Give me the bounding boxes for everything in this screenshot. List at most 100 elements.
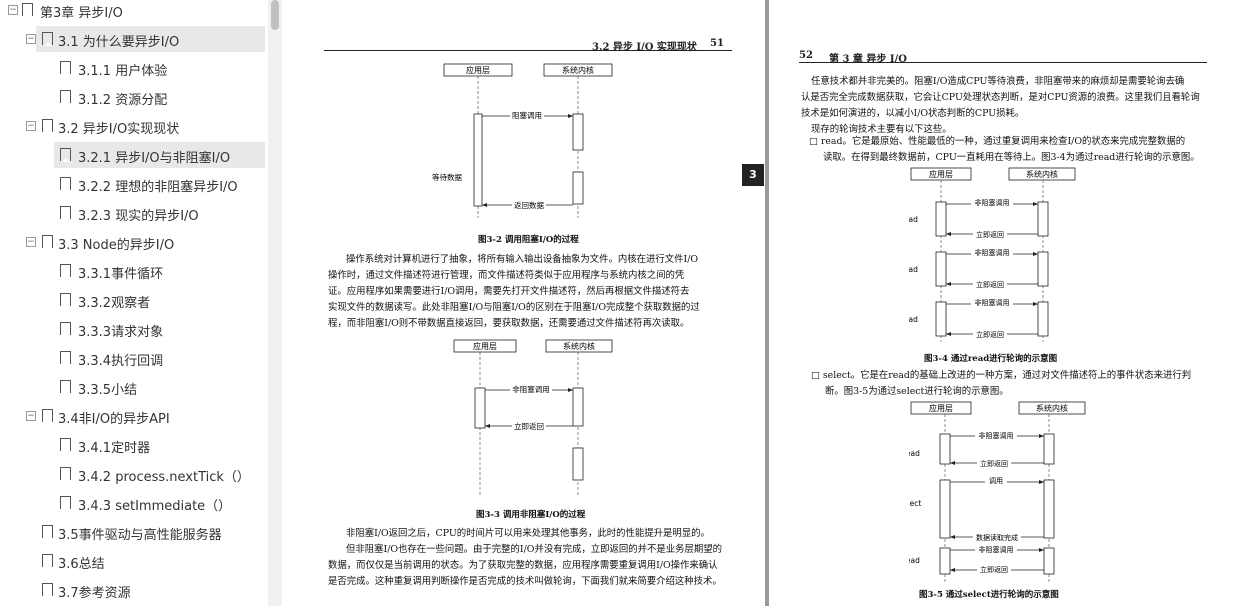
toc-item[interactable]: 3.6总结: [0, 548, 265, 574]
toc-item[interactable]: 3.3.1事件循环: [0, 258, 265, 284]
page-number: 52: [799, 50, 813, 61]
fig5-ret-label-2: 立即返回: [980, 565, 1008, 574]
fig4-call-label: 非阻塞调用: [975, 298, 1010, 307]
bookmark-icon: [42, 583, 53, 597]
bookmark-icon: [60, 467, 71, 481]
collapse-toggle-icon[interactable]: −: [26, 411, 36, 421]
bookmark-icon: [60, 177, 71, 191]
toc-item[interactable]: 3.3.5小结: [0, 374, 265, 400]
toc-item[interactable]: 3.3.2观察者: [0, 287, 265, 313]
fig5-call-label-2: 非阻塞调用: [979, 545, 1014, 554]
fig4-call-label: 非阻塞调用: [975, 248, 1010, 257]
toc-item-label: 3.2 异步I/O实现现状: [58, 122, 180, 137]
page-header-chapter: 第 3 章 异步 I/O: [829, 54, 907, 65]
header-rule: [799, 62, 1207, 63]
bookmark-icon: [42, 409, 53, 423]
toc-item-label: 3.4.1定时器: [78, 441, 151, 456]
toc-item-label: 3.3.5小结: [78, 383, 138, 398]
text-line: □ read。它是最原始、性能最低的一种，通过重复调用来检查I/O的状态来完成完…: [809, 136, 1186, 147]
text-line: □ select。它是在read的基础上改进的一种方案，通过对文件描述符上的事件…: [811, 370, 1192, 381]
toc-item-label: 3.7参考资源: [58, 586, 131, 601]
fig2-app-label: 应用层: [466, 65, 490, 75]
fig5-kernel-label: 系统内核: [1036, 403, 1068, 413]
text-line: 技术是如何演进的，以减小I/O状态判断的CPU损耗。: [801, 108, 1025, 119]
toc-item-label: 3.5事件驱动与高性能服务器: [58, 528, 222, 543]
fig2-wait-label: 等待数据: [432, 172, 462, 182]
text-line: 非阻塞I/O返回之后，CPU的时间片可以用来处理其他事务，此时的性能提升是明显的…: [346, 528, 710, 539]
toc-item-label: 3.3.4执行回调: [78, 354, 164, 369]
toc-item-label: 第3章 异步I/O: [40, 6, 123, 21]
bookmark-icon: [60, 438, 71, 452]
toc-item-label: 3.6总结: [58, 557, 105, 572]
bookmark-icon: [60, 61, 71, 75]
chapter-tab: 3: [742, 164, 764, 186]
fig4-call-label: 非阻塞调用: [975, 198, 1010, 207]
fig4-app-label: 应用层: [929, 169, 953, 179]
text-line: 认是否完全完成数据获取，它会让CPU处理状态判断，是对CPU资源的浪费。这里我们…: [801, 92, 1200, 103]
figure-3-3: 应用层 系统内核 非阻塞调用 立即返回: [453, 339, 613, 496]
text-line: 操作时，通过文件描述符进行管理，而文件描述符类似于应用程序与系统内核之间的凭: [328, 270, 685, 281]
figure-3-2: 应用层 系统内核 阻塞调用 等待数据 返回数据: [432, 63, 613, 218]
fig3-caption: 图3-3 调用非阻塞I/O的过程: [476, 510, 586, 520]
bookmark-icon: [42, 554, 53, 568]
toc-item-label: 3.3.3请求对象: [78, 325, 164, 340]
bookmark-icon: [42, 32, 53, 46]
fig4-ret-label: 立即返回: [976, 280, 1004, 289]
toc-item[interactable]: 3.3.3请求对象: [0, 316, 265, 342]
toc-item[interactable]: 3.2.2 理想的非阻塞异步I/O: [0, 171, 265, 197]
toc-item[interactable]: − 第3章 异步I/O: [0, 0, 265, 23]
fig5-caption: 图3-5 通过select进行轮询的示意图: [919, 590, 1059, 600]
text-line: 但非阻塞I/O也存在一些问题。由于完整的I/O并没有完成，立即返回的并不是业务层…: [346, 544, 722, 555]
toc-item[interactable]: 3.5事件驱动与高性能服务器: [0, 519, 265, 545]
text-line: 任意技术都并非完美的。阻塞I/O造成CPU等待浪费，非阻塞带来的麻烦却是需要轮询…: [811, 76, 1185, 87]
bookmark-icon: [60, 264, 71, 278]
header-rule: [324, 50, 732, 51]
collapse-toggle-icon[interactable]: −: [26, 121, 36, 131]
page-52: 52 第 3 章 异步 I/O 任意技术都并非完美的。阻塞I/O造成CPU等待浪…: [769, 0, 1235, 606]
toc-item-label: 3.3.1事件循环: [78, 267, 164, 282]
toc-item-label: 3.1 为什么要异步I/O: [58, 35, 180, 50]
toc-item[interactable]: 3.4.2 process.nextTick（）: [0, 461, 265, 487]
toc-item[interactable]: 3.2.3 现实的异步I/O: [0, 200, 265, 226]
bookmark-icon: [42, 525, 53, 539]
document-viewer[interactable]: 3.2 异步 I/O 实现现状 51 3 应用层 系统内核 阻塞调用 等待数据 …: [282, 0, 1235, 606]
fig5-ret-label-1: 立即返回: [980, 459, 1008, 468]
toc-item[interactable]: 3.4.1定时器: [0, 432, 265, 458]
toc-item[interactable]: 3.1.2 资源分配: [0, 84, 265, 110]
toc-scrollbar[interactable]: [268, 0, 282, 606]
figure-3-4: 应用层 系统内核 非阻塞调用立即返回read非阻塞调用立即返回read非阻塞调用…: [909, 167, 1076, 342]
toc-item[interactable]: − 3.1 为什么要异步I/O: [26, 26, 265, 52]
toc-item[interactable]: 3.7参考资源: [0, 577, 265, 603]
bookmark-icon: [60, 322, 71, 336]
bookmark-icon: [60, 90, 71, 104]
bookmark-icon: [22, 3, 33, 17]
toc-item[interactable]: 3.2.1 异步I/O与非阻塞I/O: [54, 142, 265, 168]
text-line: 读取。在得到最终数据前，CPU一直耗用在等待上。图3-4为通过read进行轮询的…: [823, 152, 1200, 163]
text-line: 现存的轮询技术主要有以下这些。: [811, 124, 952, 135]
fig4-ret-label: 立即返回: [976, 330, 1004, 339]
toc-item[interactable]: 3.1.1 用户体验: [0, 55, 265, 81]
fig5-select-label: select: [909, 499, 921, 508]
toc-item-label: 3.4.3 setImmediate（）: [78, 499, 232, 514]
fig3-ret-label: 立即返回: [514, 421, 544, 431]
fig5-call-label-1: 非阻塞调用: [979, 431, 1014, 440]
bookmark-icon: [60, 293, 71, 307]
collapse-toggle-icon[interactable]: −: [8, 5, 18, 15]
toc-item[interactable]: − 3.2 异步I/O实现现状: [0, 113, 265, 139]
fig5-read-label-1: read: [909, 449, 920, 458]
toc-item-label: 3.4非I/O的异步API: [58, 412, 170, 427]
fig3-call-label: 非阻塞调用: [512, 384, 550, 394]
text-line: 操作系统对计算机进行了抽象，将所有输入输出设备抽象为文件。内核在进行文件I/O: [346, 254, 699, 265]
toc-item-label: 3.2.2 理想的非阻塞异步I/O: [78, 180, 238, 195]
collapse-toggle-icon[interactable]: −: [26, 34, 36, 44]
toc-item[interactable]: 3.3.4执行回调: [0, 345, 265, 371]
text-line: 实现文件的数据读写。此处非阻塞I/O与阻塞I/O的区别在于阻塞I/O完成整个获取…: [328, 302, 700, 313]
toc-item-label: 3.1.1 用户体验: [78, 64, 168, 79]
toc-sidebar: − 第3章 异步I/O − 3.1 为什么要异步I/O 3.1.1 用户体验 3.1.2 …: [0, 0, 282, 606]
toc-item[interactable]: − 3.4非I/O的异步API: [0, 403, 265, 429]
toc-item[interactable]: 3.4.3 setImmediate（）: [0, 490, 265, 516]
toc-item[interactable]: −3.3 Node的异步I/O: [0, 229, 265, 255]
toc-scrollbar-thumb[interactable]: [271, 0, 279, 30]
fig4-read-label: read: [909, 265, 918, 274]
collapse-toggle-icon[interactable]: −: [26, 237, 36, 247]
